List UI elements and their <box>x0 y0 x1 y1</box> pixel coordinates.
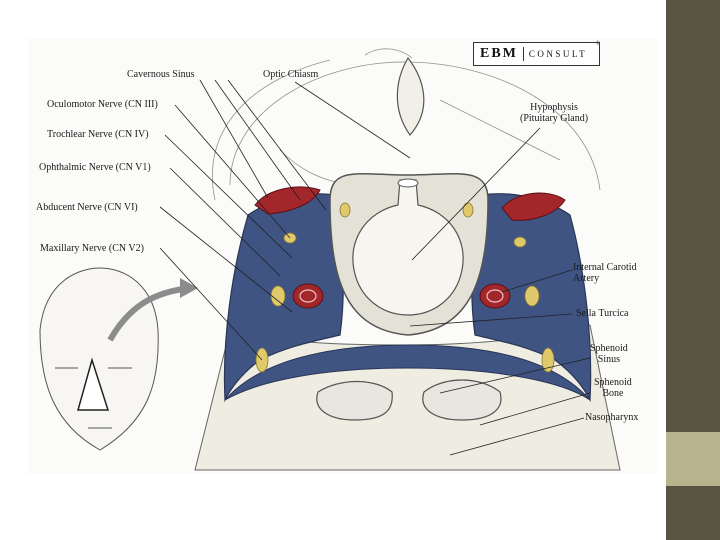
label-ophthalmic-nerve: Ophthalmic Nerve (CN V1) <box>39 162 151 173</box>
internal-carotid-right-top <box>501 192 566 221</box>
leader-lines <box>159 79 591 456</box>
label-hypophysis-line2: (Pituitary Gland) <box>520 113 589 124</box>
label-hypophysis: Hypophysis (Pituitary Gland) <box>520 102 588 124</box>
pointer-arrow <box>107 285 191 342</box>
nerve-right-2 <box>524 285 540 307</box>
label-sphenoid-bone: Sphenoid Bone <box>594 377 632 399</box>
nerves <box>255 202 555 373</box>
internal-carotid-right <box>479 283 511 309</box>
label-trochlear-nerve: Trochlear Nerve (CN IV) <box>47 129 149 140</box>
nerve-right-1 <box>513 236 527 248</box>
sphenoid-sinus-right <box>422 379 502 421</box>
label-sphenoid-bone-line1: Sphenoid <box>594 377 632 388</box>
optic-chiasm-shape <box>396 56 425 136</box>
ebm-consult-logo: EBM CONSULT ® <box>473 41 600 66</box>
label-abducent-nerve: Abducent Nerve (CN VI) <box>36 202 138 213</box>
face-sketch <box>39 267 159 451</box>
logo-main-text: EBM <box>480 46 518 61</box>
logo-separator <box>522 47 524 61</box>
nerve-left-2 <box>270 285 286 307</box>
sphenoid-sinus-left <box>316 380 393 421</box>
internal-carotid-left-top <box>254 186 321 215</box>
side-accent-block <box>666 432 720 486</box>
nerve-left-4 <box>339 202 351 218</box>
label-optic-chiasm: Optic Chiasm <box>263 69 319 80</box>
label-maxillary-nerve: Maxillary Nerve (CN V2) <box>40 243 144 254</box>
label-nasopharynx: Nasopharynx <box>585 412 639 423</box>
label-internal-carotid-line1: Internal Carotid <box>573 262 637 273</box>
label-internal-carotid: Internal Carotid Artery <box>573 262 637 284</box>
label-cavernous-sinus: Cavernous Sinus <box>127 69 195 80</box>
label-hypophysis-line1: Hypophysis <box>530 102 578 113</box>
sinus-lower-band <box>224 344 591 401</box>
label-sphenoid-sinus-line1: Sphenoid <box>590 343 628 354</box>
registered-mark: ® <box>595 41 600 47</box>
label-sphenoid-sinus: Sphenoid Sinus <box>590 343 628 365</box>
arteries <box>254 186 566 309</box>
hypophysis <box>352 179 464 316</box>
label-sella-turcica: Sella Turcica <box>576 308 629 319</box>
nerve-right-3 <box>541 347 555 373</box>
logo-sub-text: CONSULT <box>528 49 588 59</box>
label-sphenoid-bone-line2: Bone <box>602 388 624 399</box>
label-oculomotor-nerve: Oculomotor Nerve (CN III) <box>47 99 158 110</box>
nerve-right-4 <box>462 202 474 218</box>
pituitary-stalk-top <box>397 178 419 188</box>
label-sphenoid-sinus-line2: Sinus <box>597 354 620 365</box>
label-internal-carotid-line2: Artery <box>573 273 600 284</box>
pointer-arrowhead <box>180 278 198 298</box>
internal-carotid-left <box>292 283 324 309</box>
